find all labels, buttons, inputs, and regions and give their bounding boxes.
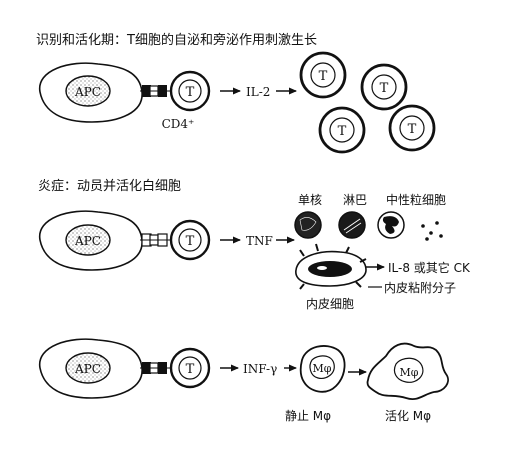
activated-macrophage-symbol: Mφ <box>400 366 419 379</box>
endothelial-cell <box>295 243 367 290</box>
section2-t-cell: T <box>169 219 211 261</box>
resting-macrophage-symbol: Mφ <box>313 362 332 375</box>
section3-receptor <box>140 362 172 374</box>
section2-receptor <box>140 233 172 247</box>
lymphocyte-cell <box>338 211 366 239</box>
endothelial-output-adhesion: 内皮粘附分子 <box>384 280 456 295</box>
released-granules <box>421 221 443 241</box>
activated-macrophage: Mφ <box>366 342 449 400</box>
endothelial-label: 内皮细胞 <box>306 297 354 311</box>
section2-heading: 炎症：动员并活化白细胞 <box>38 178 181 194</box>
section1-product-cell-2: T <box>360 63 408 111</box>
section2-apc-label: APC <box>74 234 101 248</box>
section3-t-cell: T <box>169 347 211 389</box>
section1-t-label: T <box>186 85 195 100</box>
section1-heading: 识别和活化期：T细胞的自泌和旁泌作用刺激生长 <box>36 32 317 48</box>
section2-apc-cell: APC <box>39 210 143 271</box>
section3-apc-label: APC <box>74 362 101 376</box>
section3-signal-label: INF-γ <box>243 362 277 376</box>
leukocyte-label-neutrophil: 中性粒细胞 <box>386 192 446 207</box>
section1-product-label-1: T <box>319 69 328 84</box>
section1-product-label-3: T <box>338 124 347 139</box>
section1-cd4-label: CD4⁺ <box>162 117 195 131</box>
section1-product-label-4: T <box>408 122 417 137</box>
section2-signal-label: TNF <box>246 234 273 248</box>
leukocyte-label-monocyte: 单核 <box>298 193 322 207</box>
section3-apc-cell: APC <box>39 338 143 399</box>
activated-macrophage-label: 活化 Mφ <box>385 409 431 423</box>
section1-receptor <box>140 85 172 97</box>
resting-macrophage-label: 静止 Mφ <box>285 409 331 423</box>
endothelial-output-ck: IL-8 或其它 CK <box>388 260 471 275</box>
section1-signal-label: IL-2 <box>246 85 270 99</box>
leukocyte-label-lymphocyte: 淋巴 <box>343 193 367 207</box>
monocyte-cell <box>294 211 322 239</box>
section1-product-label-2: T <box>380 81 389 96</box>
section1-apc-label: APC <box>74 85 101 99</box>
section1-product-cell-1: T <box>299 51 347 99</box>
section2-t-label: T <box>186 234 195 249</box>
neutrophil-cell <box>377 211 405 239</box>
resting-macrophage: Mφ <box>299 345 346 393</box>
section1-t-cell: T <box>169 70 211 112</box>
section1-product-cell-4: T <box>388 104 436 152</box>
section1-apc-cell: APC <box>39 62 143 123</box>
section3-t-label: T <box>186 362 195 377</box>
section1-product-cell-3: T <box>318 106 366 154</box>
